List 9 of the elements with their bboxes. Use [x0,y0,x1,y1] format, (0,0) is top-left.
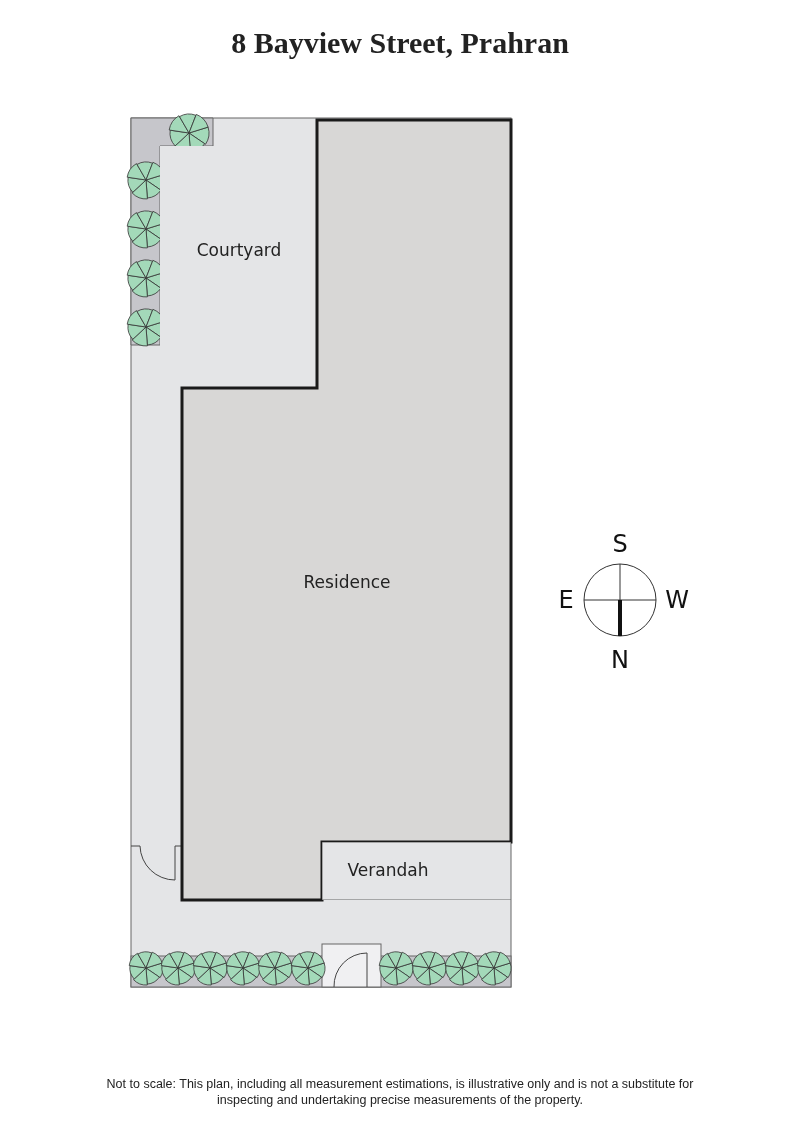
plan-title: 8 Bayview Street, Prahran [230,26,570,60]
room-label: Residence [303,572,391,592]
compass-direction-label: E [558,586,574,614]
compass-direction-label: N [611,646,629,674]
disclaimer-note: Not to scale: This plan, including all measurement estimations, is illustrative only and is not a substitute for inspecting and undertaking precise measurements of the property. [105,1076,695,1108]
room-label: Courtyard [196,240,282,260]
room-label: Verandah [347,860,429,880]
compass-direction-label: S [612,530,628,558]
compass-direction-label: W [665,586,689,614]
